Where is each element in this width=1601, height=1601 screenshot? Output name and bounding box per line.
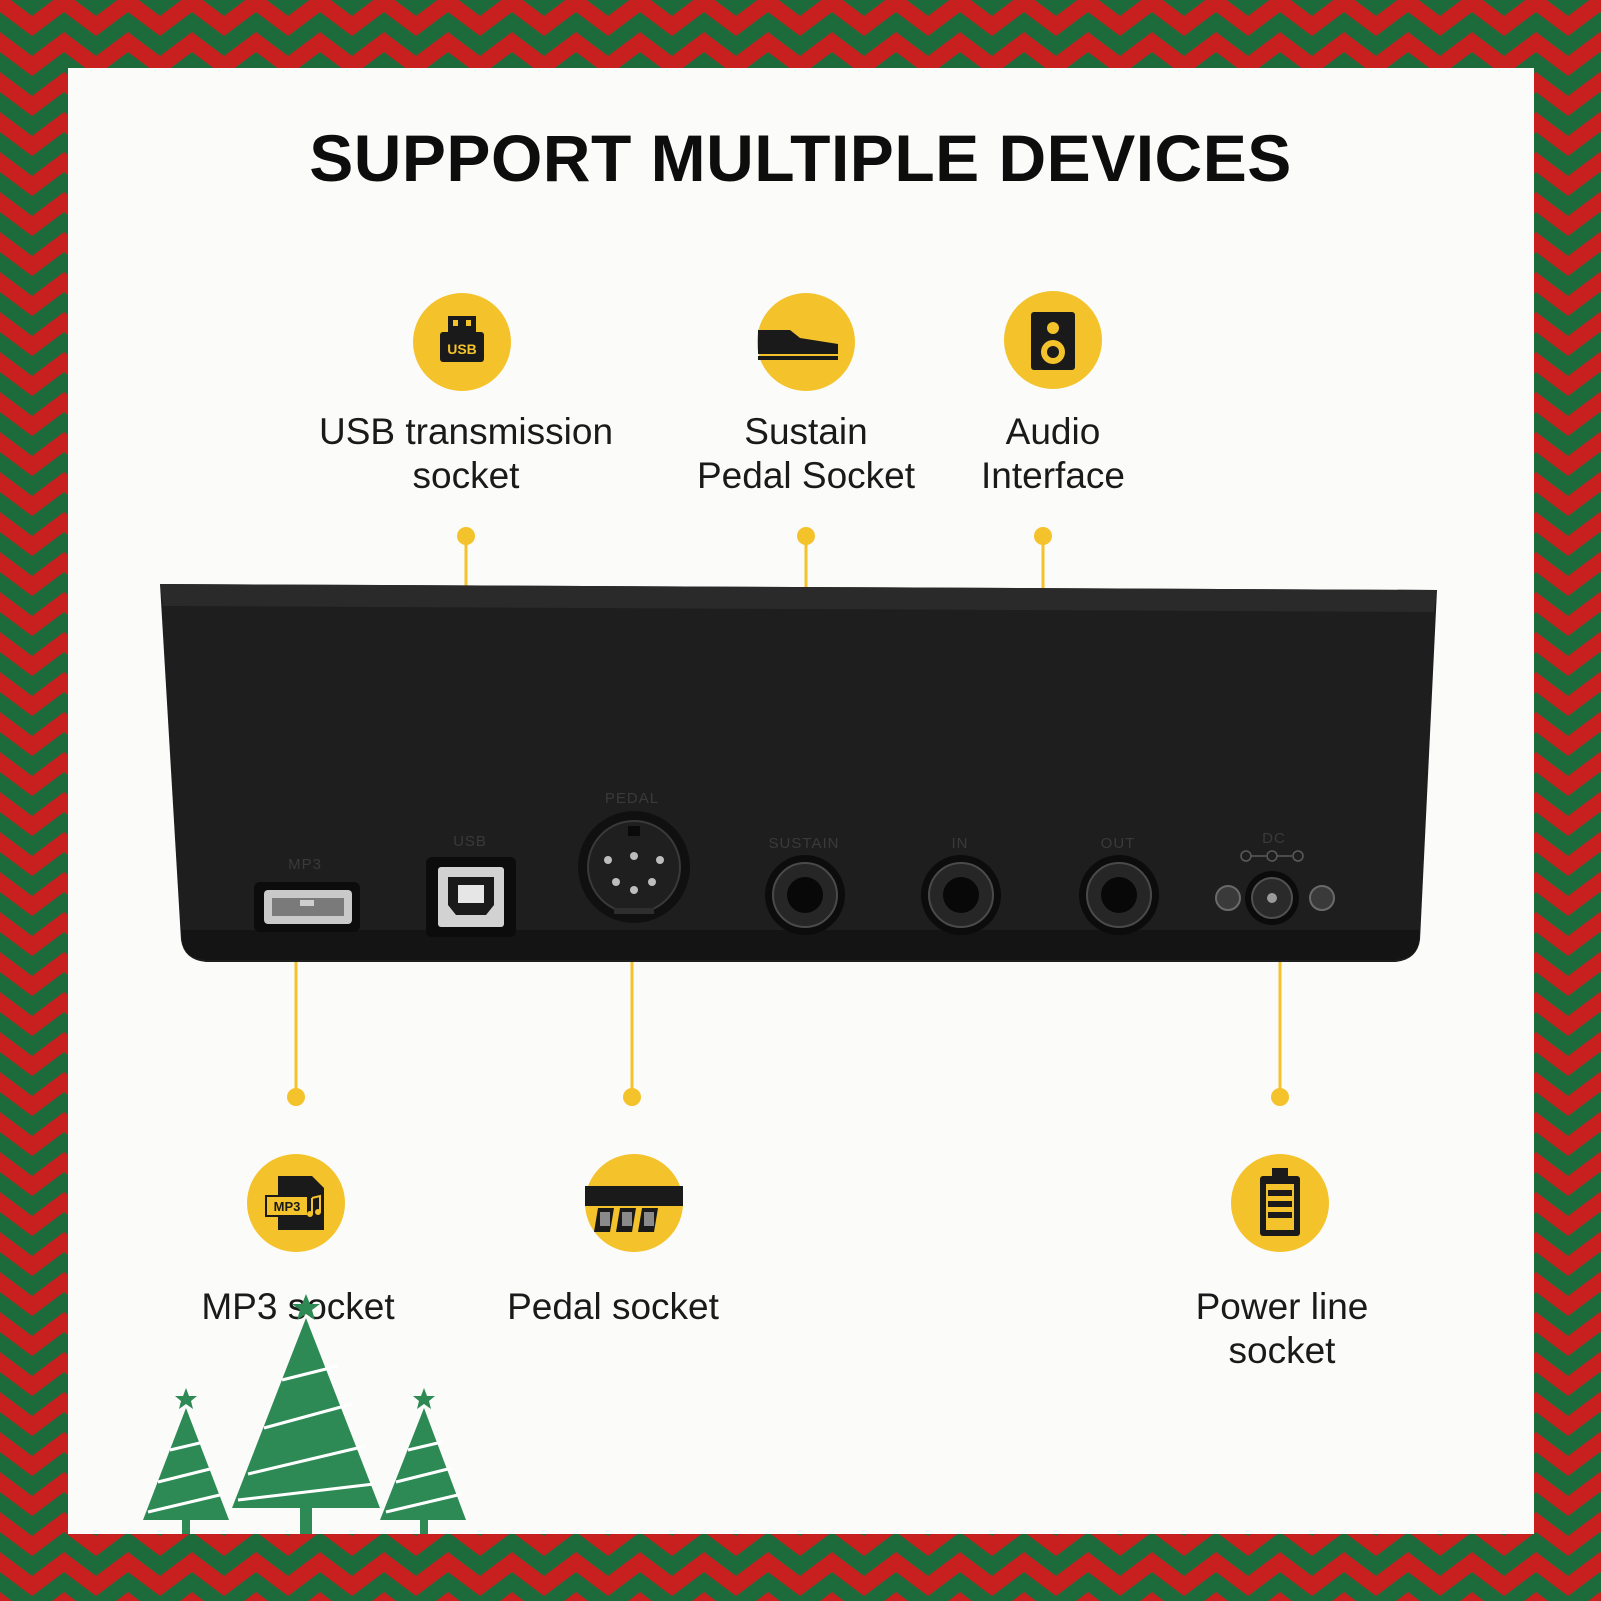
triple-pedal-icon xyxy=(585,1154,683,1252)
sustain-socket-label: Sustain Pedal Socket xyxy=(696,411,916,496)
svg-text:IN: IN xyxy=(952,835,969,852)
audio-in-jack: IN xyxy=(921,835,1001,935)
dc-power-jack: DC xyxy=(1215,830,1335,925)
page-title: SUPPORT MULTIPLE DEVICES xyxy=(309,121,1292,195)
usb-b-port: USB xyxy=(426,833,516,937)
mp3-file-icon: MP3 xyxy=(247,1154,345,1252)
speaker-icon xyxy=(1004,291,1102,389)
sustain-pedal-icon xyxy=(757,293,855,391)
svg-text:USB: USB xyxy=(453,833,487,850)
svg-text:PEDAL: PEDAL xyxy=(605,790,659,807)
connector-dots xyxy=(287,527,1289,1106)
pedal-din-port: PEDAL xyxy=(578,790,690,923)
svg-text:MP3: MP3 xyxy=(288,856,322,873)
power-socket-label: Power line socket xyxy=(1195,1286,1369,1371)
svg-text:MP3: MP3 xyxy=(274,1199,301,1214)
pedal-socket-label: Pedal socket xyxy=(507,1286,719,1327)
audio-out-jack: OUT xyxy=(1079,835,1159,935)
usb-socket-label: USB transmission socket xyxy=(318,411,614,496)
svg-text:SUSTAIN: SUSTAIN xyxy=(769,835,840,852)
audio-interface-label: Audio Interface xyxy=(981,411,1125,496)
mp3-usb-a-port: MP3 xyxy=(254,856,360,932)
svg-text:OUT: OUT xyxy=(1101,835,1136,852)
mp3-socket-label: MP3 socket xyxy=(201,1286,395,1327)
sustain-jack: SUSTAIN xyxy=(765,835,845,935)
svg-text:USB: USB xyxy=(447,341,477,357)
usb-drive-icon: USB xyxy=(413,293,511,391)
svg-text:DC: DC xyxy=(1262,830,1286,847)
battery-icon xyxy=(1231,1154,1329,1252)
